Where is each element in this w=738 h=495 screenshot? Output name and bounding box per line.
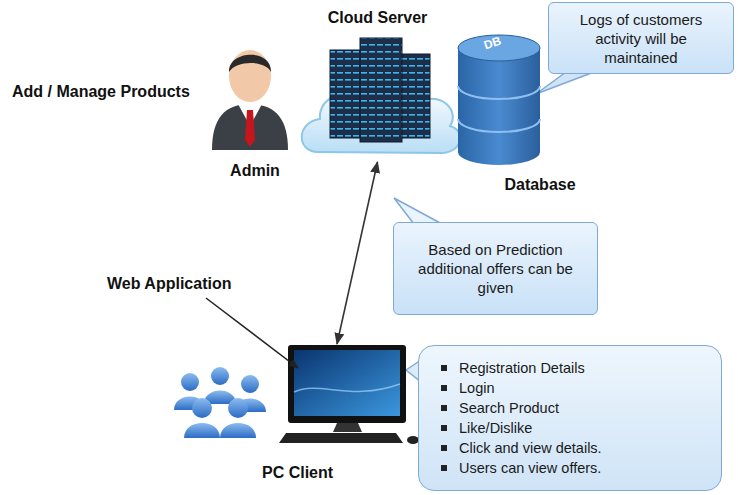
users-icon [174,367,266,438]
item-text: Login [459,378,494,398]
cloud-server-icon [302,38,460,153]
list-item: Click and view details. [435,438,707,458]
callout-tail [536,72,594,94]
bullet-square [441,465,447,471]
connector-arrow [337,162,378,344]
callout-text: Based on Prediction additional offers ca… [406,240,585,297]
item-text: Users can view offers. [459,458,601,478]
bullet-square [441,425,447,431]
list-item: Registration Details [435,358,707,378]
database-icon [458,35,540,165]
note-callout: Based on Prediction additional offers ca… [393,222,598,315]
side-label: Add / Manage Products [12,82,190,101]
feature-list: Registration DetailsLoginSearch ProductL… [418,345,722,491]
item-text: Registration Details [459,358,585,378]
bullet-square [441,365,447,371]
node-label: Cloud Server [328,8,428,27]
database-node: Database [470,30,610,194]
admin-icon [212,50,288,150]
node-label: Database [504,175,575,194]
pc-icon [279,345,419,444]
node-label: PC Client [262,463,333,482]
item-text: Search Product [459,398,559,418]
node-label: Admin [230,161,280,180]
server-node: Cloud Server [300,8,455,158]
list-item: Search Product [435,398,707,418]
bullet-square [441,445,447,451]
item-text: Click and view details. [459,438,602,458]
client-node: PC Client [262,345,412,482]
bullet-square [441,385,447,391]
list-item: Users can view offers. [435,458,707,478]
callout-text: Logs of customers activity will be maint… [561,10,721,67]
list-item: Login [435,378,707,398]
leader-line [206,298,298,368]
item-text: Like/Dislike [459,418,532,438]
list-item: Like/Dislike [435,418,707,438]
callout-tail [394,198,442,224]
side-label: Web Application [107,274,231,293]
actor-node: Admin [200,40,310,180]
bullet-square [441,405,447,411]
note-callout: Logs of customers activity will be maint… [548,2,734,74]
